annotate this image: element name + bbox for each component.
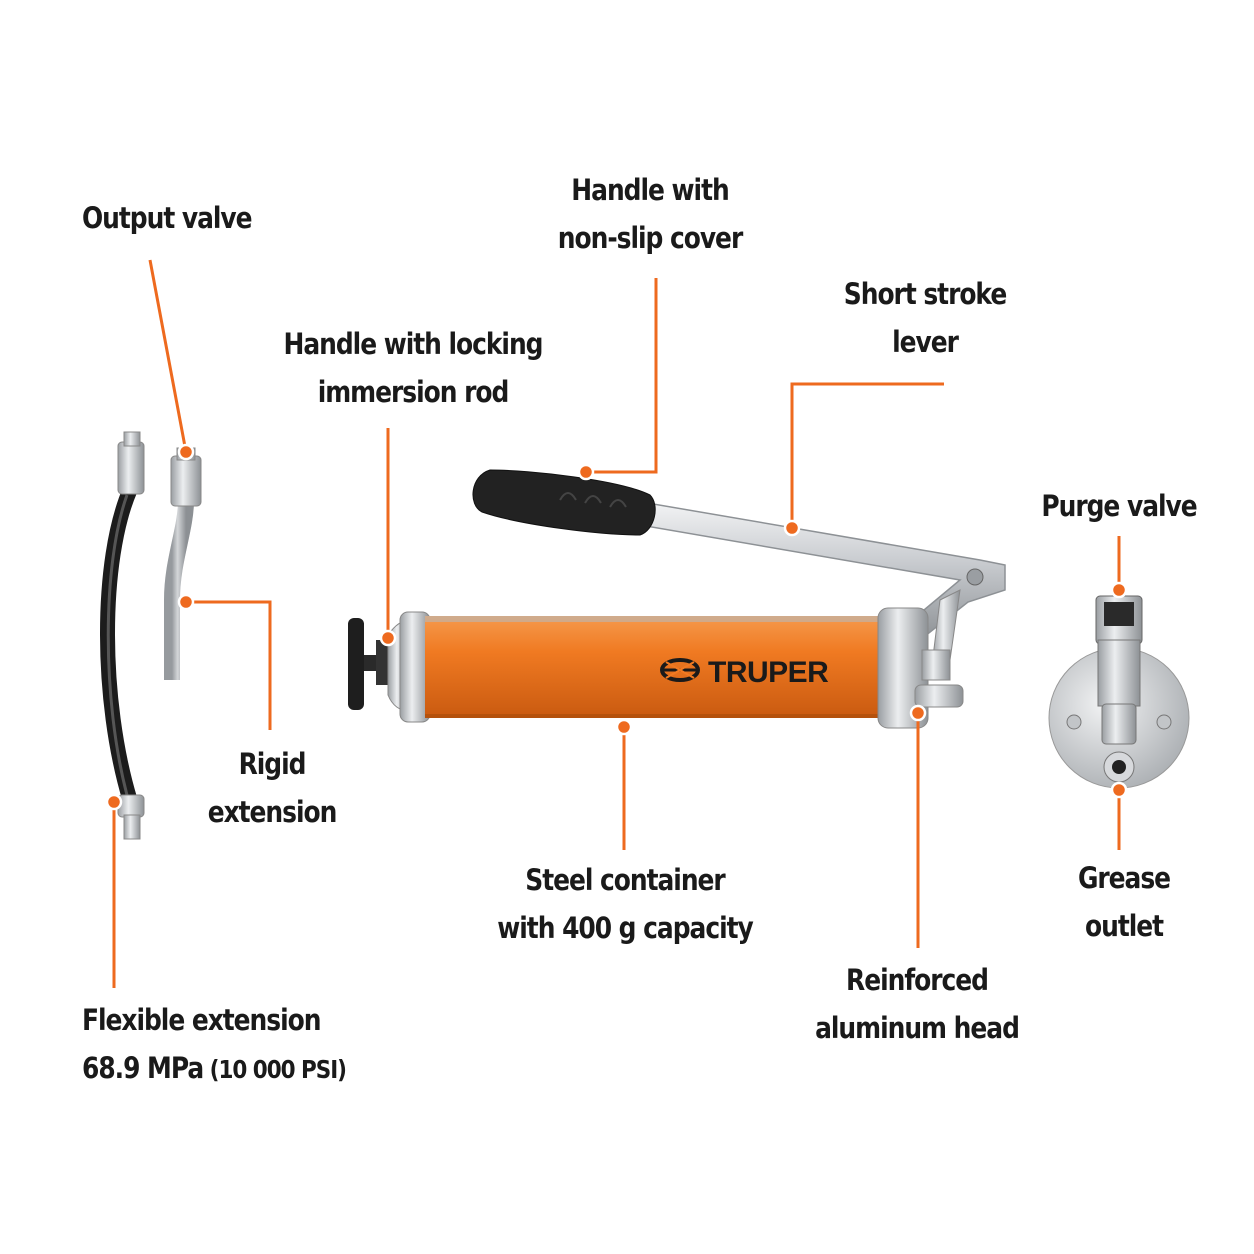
label-handle-locking: Handle with locking immersion rod bbox=[258, 320, 568, 416]
flexible-extension-hose bbox=[100, 431, 145, 840]
label-line: with 400 g capacity bbox=[497, 911, 753, 945]
callout-line-short-stroke bbox=[790, 382, 944, 528]
label-reinforced-head: Reinforced aluminum head bbox=[788, 956, 1046, 1052]
label-pressure-psi: (10 000 PSI) bbox=[203, 1055, 347, 1084]
label-line: extension bbox=[207, 795, 338, 829]
brand-name: TRUPER bbox=[708, 656, 829, 689]
label-line: non-slip cover bbox=[557, 221, 743, 255]
label-line: Steel container bbox=[525, 863, 725, 897]
callout-line-handle-nonslip bbox=[586, 278, 658, 474]
callout-dot bbox=[1110, 781, 1128, 799]
label-line: Purge valve bbox=[1041, 489, 1197, 523]
callout-lines bbox=[112, 259, 1121, 988]
label-line: Output valve bbox=[82, 201, 253, 235]
callout-line-rigid bbox=[186, 600, 272, 730]
label-line: Handle with bbox=[571, 173, 729, 207]
steel-container bbox=[387, 607, 964, 729]
label-output-valve: Output valve bbox=[82, 194, 253, 242]
callout-dot bbox=[177, 443, 195, 461]
label-line: 68.9 MPa (10 000 PSI) bbox=[82, 1044, 347, 1094]
label-handle-nonslip: Handle with non-slip cover bbox=[521, 166, 779, 262]
label-grease-outlet: Grease outlet bbox=[1038, 854, 1210, 950]
rigid-extension bbox=[164, 447, 202, 680]
callout-dot bbox=[783, 519, 801, 537]
label-steel-container: Steel container with 400 g capacity bbox=[479, 856, 771, 952]
label-line: Short stroke bbox=[843, 277, 1007, 311]
callout-dot bbox=[379, 629, 397, 647]
label-line: immersion rod bbox=[317, 375, 510, 409]
callout-dot bbox=[577, 463, 595, 481]
callout-dot bbox=[909, 704, 927, 722]
non-slip-handle-grip bbox=[472, 469, 656, 536]
callout-dot bbox=[105, 793, 123, 811]
label-line: outlet bbox=[1084, 909, 1164, 943]
label-flexible-extension: Flexible extension 68.9 MPa (10 000 PSI) bbox=[82, 996, 347, 1094]
label-line: Flexible extension bbox=[82, 1003, 321, 1037]
label-line: lever bbox=[892, 325, 959, 359]
grease-outlet-head bbox=[1048, 595, 1190, 789]
label-rigid-extension: Rigid extension bbox=[186, 740, 358, 836]
label-short-stroke-lever: Short stroke lever bbox=[796, 270, 1054, 366]
label-line: Rigid bbox=[238, 747, 307, 781]
label-line: Handle with locking bbox=[283, 327, 543, 361]
label-line: aluminum head bbox=[815, 1011, 1020, 1045]
callout-dot bbox=[177, 593, 195, 611]
callout-dot bbox=[1110, 581, 1128, 599]
truper-logo-icon bbox=[660, 658, 700, 682]
label-pressure-mpa: 68.9 MPa bbox=[82, 1051, 204, 1085]
locking-plunger-handle bbox=[348, 618, 410, 710]
callout-line-output-valve bbox=[148, 259, 188, 453]
short-stroke-lever bbox=[628, 499, 1006, 666]
label-purge-valve: Purge valve bbox=[1012, 482, 1227, 530]
label-line: Grease bbox=[1077, 861, 1171, 895]
label-line: Reinforced bbox=[846, 963, 989, 997]
callout-dot bbox=[615, 718, 633, 736]
callout-dots bbox=[105, 443, 1128, 811]
